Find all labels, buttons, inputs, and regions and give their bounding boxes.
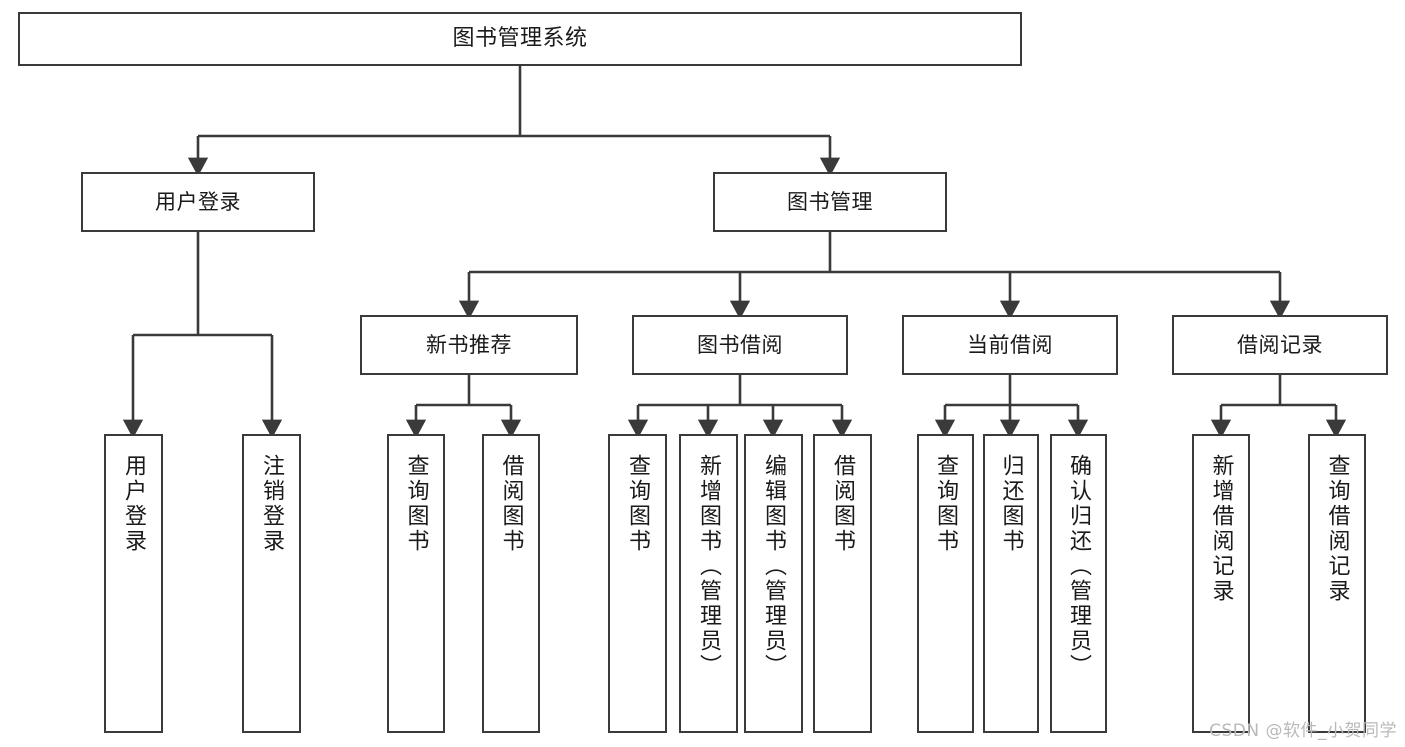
node-label: 新书推荐 (426, 332, 512, 357)
leaf-user-login-login[interactable]: 用户登录 (104, 434, 163, 733)
node-book-management[interactable]: 图书管理 (713, 172, 947, 232)
leaf-borrow-query-book[interactable]: 查询图书 (608, 434, 667, 733)
leaf-current-return-book[interactable]: 归还图书 (983, 434, 1039, 733)
node-label: 归还图书 (998, 454, 1024, 554)
node-label: 图书管理 (787, 189, 873, 214)
node-label: 查询图书 (933, 454, 959, 554)
node-label: 当前借阅 (967, 332, 1053, 357)
node-borrow-record[interactable]: 借阅记录 (1172, 315, 1388, 375)
leaf-current-confirm-return-admin[interactable]: 确认归还（管理员） (1050, 434, 1107, 733)
leaf-current-query-book[interactable]: 查询图书 (917, 434, 974, 733)
node-label: 借阅记录 (1237, 332, 1323, 357)
node-label: 借阅图书 (498, 454, 524, 554)
node-label: 确认归还（管理员） (1066, 454, 1092, 679)
leaf-new-book-query[interactable]: 查询图书 (387, 434, 445, 733)
leaf-record-add-record[interactable]: 新增借阅记录 (1192, 434, 1250, 733)
node-user-login[interactable]: 用户登录 (81, 172, 315, 232)
leaf-user-login-logout[interactable]: 注销登录 (242, 434, 301, 733)
node-label: 用户登录 (155, 189, 241, 214)
node-label: 图书借阅 (697, 332, 783, 357)
node-current-borrow[interactable]: 当前借阅 (902, 315, 1118, 375)
leaf-new-book-borrow[interactable]: 借阅图书 (482, 434, 540, 733)
node-label: 用户登录 (121, 454, 147, 554)
leaf-borrow-add-book-admin[interactable]: 新增图书（管理员） (679, 434, 738, 733)
leaf-borrow-borrow-book[interactable]: 借阅图书 (813, 434, 872, 733)
leaf-borrow-edit-book-admin[interactable]: 编辑图书（管理员） (744, 434, 803, 733)
node-book-borrow[interactable]: 图书借阅 (632, 315, 848, 375)
node-root-system[interactable]: 图书管理系统 (18, 12, 1022, 66)
node-label: 查询借阅记录 (1324, 454, 1350, 604)
node-new-book-recommend[interactable]: 新书推荐 (360, 315, 578, 375)
node-label: 新增借阅记录 (1208, 454, 1234, 604)
node-label: 图书管理系统 (452, 26, 588, 52)
node-label: 查询图书 (625, 454, 651, 554)
node-label: 查询图书 (403, 454, 429, 554)
node-label: 注销登录 (259, 454, 285, 554)
node-label: 新增图书（管理员） (696, 454, 722, 679)
node-label: 编辑图书（管理员） (761, 454, 787, 679)
leaf-record-query-record[interactable]: 查询借阅记录 (1308, 434, 1366, 733)
node-label: 借阅图书 (830, 454, 856, 554)
csdn-watermark: CSDN @软件_小贺同学 (1209, 721, 1397, 741)
